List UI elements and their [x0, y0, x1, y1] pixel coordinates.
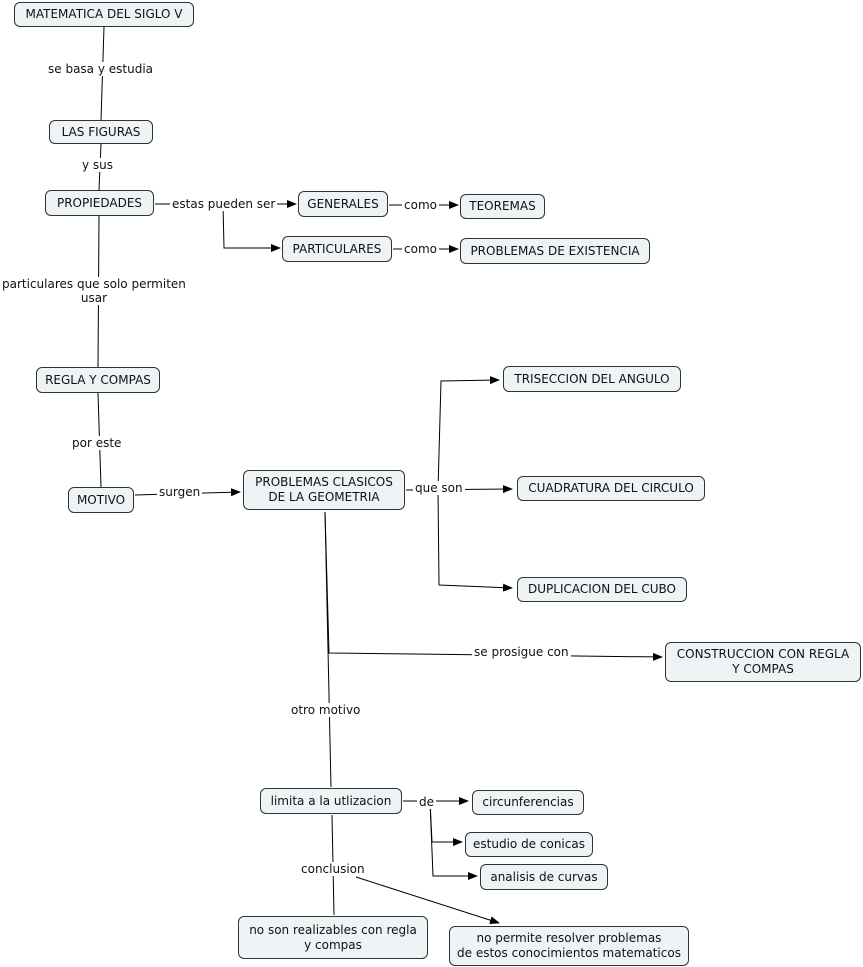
label-se-prosigue-con: se prosigue con: [472, 645, 571, 659]
node-particulares[interactable]: PARTICULARES: [282, 236, 392, 262]
node-no-son-realizables[interactable]: no son realizables con regla y compas: [238, 916, 428, 959]
label-que-son: que son: [413, 481, 465, 495]
node-propiedades[interactable]: PROPIEDADES: [45, 190, 154, 216]
label-como-generales: como: [402, 198, 439, 212]
node-analisis-de-curvas[interactable]: analisis de curvas: [480, 864, 608, 890]
label-se-basa-y-estudia: se basa y estudia: [46, 62, 156, 76]
node-generales[interactable]: GENERALES: [298, 191, 388, 217]
label-conclusion: conclusion: [299, 862, 367, 876]
label-estas-pueden-ser: estas pueden ser: [170, 197, 278, 211]
label-por-este: por este: [70, 436, 124, 450]
label-surgen: surgen: [157, 485, 203, 499]
node-limita-a-la-utilizacion[interactable]: limita a la utlizacion: [260, 788, 402, 814]
node-matematica-del-siglo-v[interactable]: MATEMATICA DEL SIGLO V: [14, 2, 194, 27]
node-cuadratura-del-circulo[interactable]: CUADRATURA DEL CIRCULO: [517, 476, 705, 501]
label-como-particulares: como: [402, 242, 439, 256]
node-no-permite-resolver[interactable]: no permite resolver problemas de estos c…: [449, 926, 689, 966]
node-duplicacion-del-cubo[interactable]: DUPLICACION DEL CUBO: [517, 577, 687, 602]
label-otro-motivo: otro motivo: [289, 703, 363, 717]
node-problemas-de-existencia[interactable]: PROBLEMAS DE EXISTENCIA: [460, 238, 650, 264]
label-de: de: [417, 795, 436, 809]
node-construccion-con-regla[interactable]: CONSTRUCCION CON REGLA Y COMPAS: [665, 642, 861, 682]
node-las-figuras[interactable]: LAS FIGURAS: [49, 120, 153, 144]
label-particulares-que-solo-permiten: particulares que solo permiten usar: [0, 277, 188, 305]
node-teoremas[interactable]: TEOREMAS: [460, 194, 545, 219]
node-triseccion-del-angulo[interactable]: TRISECCION DEL ANGULO: [503, 366, 681, 392]
node-motivo[interactable]: MOTIVO: [68, 487, 134, 513]
node-problemas-clasicos[interactable]: PROBLEMAS CLASICOS DE LA GEOMETRIA: [243, 470, 405, 510]
label-y-sus: y sus: [80, 158, 116, 172]
node-estudio-de-conicas[interactable]: estudio de conicas: [465, 832, 593, 857]
node-regla-y-compas[interactable]: REGLA Y COMPAS: [36, 367, 160, 393]
node-circunferencias[interactable]: circunferencias: [472, 790, 584, 815]
